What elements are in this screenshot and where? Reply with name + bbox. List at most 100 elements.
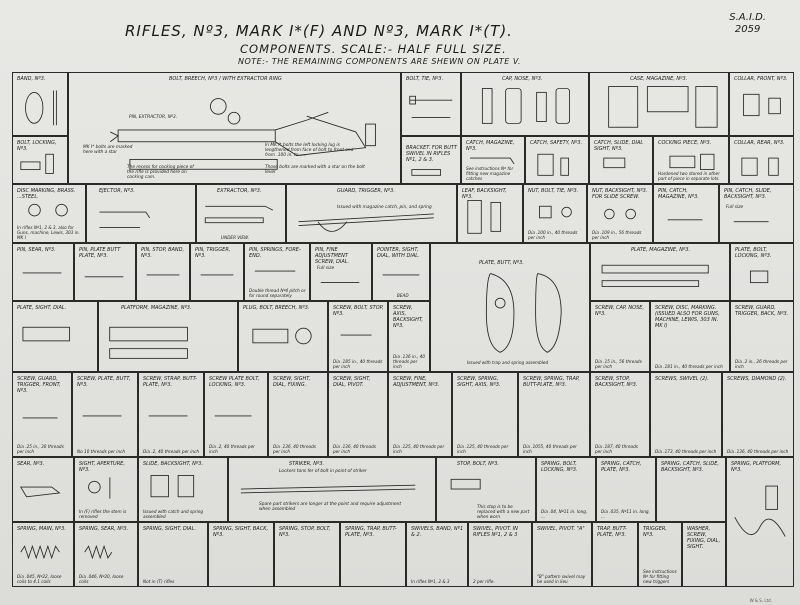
- cell-nut-backsight: NUT, BACKSIGHT, Nº3. For slide screw. Di…: [587, 184, 653, 243]
- cell-caption: This stop is to be replaced with a new p…: [477, 504, 530, 519]
- cell-label: NUT, BOLT, TIE, Nº3.: [528, 188, 579, 194]
- cell-cap-nose: CAP, NOSE, Nº3.: [461, 72, 589, 136]
- cell-label: BRACKET. For butt swivel in rifles Nº1, …: [406, 145, 457, 163]
- cell-caption: Dia .035, Nº11 in. long, ...: [601, 509, 650, 519]
- cell-label: SPRING, MAIN, Nº3.: [17, 526, 66, 532]
- cell-label: POINTER, SIGHT, DIAL, WITH DIAL.: [377, 247, 420, 259]
- annotation: Lockers tons fer of bolt in point of str…: [279, 469, 367, 474]
- cell-screw-guard-trigger-front: SCREW, GUARD, TRIGGER, FRONT, Nº3. Dia .…: [12, 372, 72, 457]
- annotation: Those bolts are marked with a star on th…: [265, 165, 365, 176]
- guard-trigger-drawing: [298, 213, 434, 232]
- cell-label: EJECTOR, Nº3.: [99, 188, 135, 194]
- cell-caption: Double thread Nº4 pitch or for round sep…: [249, 288, 306, 298]
- cell-caption: Dia .04, Nº11 in. long, ...: [541, 509, 588, 519]
- cell-label: SPRING, BOLT, LOCKING, Nº3.: [541, 461, 578, 473]
- cell-caption: Dia .100 in., 40 threads per inch: [528, 230, 578, 240]
- cell-label: SCREWS, DIAMOND (2).: [727, 376, 787, 382]
- cell-label: SCREW, AXIS, BACKSIGHT, Nº3.: [393, 305, 423, 329]
- cell-catch-safety: CATCH, SAFETY, Nº3.: [525, 136, 589, 184]
- cell-bolt-breech: BOLT, BREECH, Nº3 / WITH EXTRACTOR RING …: [68, 72, 401, 184]
- cell-swivel-pivot-a: SWIVEL, PIVOT. "A" "B" pattern swivel ma…: [532, 522, 592, 587]
- annotation: The recess for cocking piece of the rifl…: [127, 165, 194, 181]
- slide-backsight-drawing: [150, 475, 195, 498]
- cell-screw-sight-fixing: SCREW, SIGHT, DIAL, FIXING. Dia .136, 40…: [268, 372, 328, 457]
- cell-label: SCREW, FINE, ADJUSTMENT, Nº3.: [393, 376, 440, 388]
- cell-label: STRIKER, Nº3.: [289, 461, 325, 467]
- cell-caption: Dia .25 in., 30 threads per inch: [17, 444, 64, 454]
- cell-label: SWIVELS, BAND, Nº1 & 2.: [411, 526, 464, 538]
- cell-caption: In rifles Nº1, 2 & 3, also for Guns, mac…: [17, 225, 80, 240]
- cell-caption: Dia .136 in., 40 threads per inch: [393, 354, 426, 369]
- pin-fine-adjustment-drawing: [320, 282, 360, 284]
- cell-label: PIN, PLATE BUTT PLATE, Nº3.: [79, 247, 121, 259]
- annotation: MK I* bolts are marked here with a star: [83, 145, 133, 156]
- cell-caption: Dia .181 in., 40 threads per inch: [655, 364, 723, 369]
- case-magazine-drawing: [608, 86, 718, 128]
- cell-caption: Dia .15 in., 56 threads per inch: [595, 359, 642, 369]
- cell-screw-guard-trigger-back: SCREW, GUARD, TRIGGER, BACK, Nº3. Dia .2…: [730, 301, 794, 372]
- screw-drawing: [22, 417, 58, 419]
- cell-label: SWIVEL, PIVOT. In rifles Nº1, 2 & 3: [473, 526, 518, 538]
- leaf-backsight-drawing: [467, 200, 502, 234]
- cell-caption: Dia .136, 40 threads per inch: [727, 449, 789, 454]
- cell-spring-platform: SPRING, PLATFORM, Nº3.: [726, 457, 794, 587]
- bolt-breech-drawing: [109, 98, 376, 170]
- cell-label: SCREW, GUARD, TRIGGER, BACK, Nº3.: [735, 305, 789, 317]
- cell-caption: "B" pattern swivel may be used in lieu: [537, 574, 586, 584]
- cell-caption: Dia .185 in., 40 threads per inch: [333, 359, 383, 369]
- cell-plug-bolt-breech: PLUG, BOLT, BREECH, Nº3.: [238, 301, 328, 372]
- cell-label: SCREW, DISC, MARKING. (Issued also for G…: [655, 305, 720, 329]
- cell-caption: Dia .173, 40 threads per inch: [655, 449, 717, 454]
- cell-catch-slide: CATCH, SLIDE, DIAL SIGHT, Nº3.: [589, 136, 653, 184]
- cell-label: PIN, CATCH, MAGAZINE, Nº3.: [658, 188, 699, 200]
- cell-spring-sight-dial: SPRING, SIGHT, DIAL. Not in (T) rifles: [138, 522, 208, 587]
- cell-label: CASE, MAGAZINE, Nº3.: [630, 76, 688, 82]
- collar-front-drawing: [743, 93, 781, 117]
- cell-spring-catch-plate: SPRING, CATCH, PLATE, Nº3. Dia .035, Nº1…: [596, 457, 656, 522]
- annotation: Issued with magazine catch, pin, and spr…: [337, 205, 432, 210]
- cell-screw-fine-adjustment: SCREW, FINE, ADJUSTMENT, Nº3. Dia .125, …: [388, 372, 452, 457]
- cell-pin-stop-band: PIN, STOP, BAND, Nº3.: [136, 243, 190, 301]
- cell-bolt-tie: BOLT, TIE, Nº3.: [401, 72, 461, 136]
- cell-label: PIN, SEAR, Nº3.: [17, 247, 56, 253]
- cell-extractor: EXTRACTOR, Nº3. UNDER VIEW.: [196, 184, 286, 243]
- cell-label: CATCH, MAGAZINE, Nº3.: [466, 140, 515, 152]
- pin-stop-band-drawing: [146, 274, 180, 276]
- cell-label: SWIVEL, PIVOT. "A": [537, 526, 585, 532]
- cell-washer-screw: WASHER, SCREW, FIXING, DIAL, SIGHT.: [682, 522, 726, 587]
- cell-guard-trigger: GUARD, TRIGGER, Nº3. Issued with magazin…: [286, 184, 457, 243]
- cell-label: DISC MARKING, BRASS. ...STEEL.: [17, 188, 76, 200]
- pin-plate-butt-drawing: [84, 276, 124, 278]
- cell-screw-sight-pivot: SCREW, SIGHT, DIAL, PIVOT. Dia .136, 40 …: [328, 372, 388, 457]
- annotation: Spare part strikers are longer at the po…: [259, 502, 402, 513]
- cell-spring-sear: SPRING, SEAR, Nº3. Dia .046, Nº20, loose…: [74, 522, 138, 587]
- cell-pin-sear: PIN, SEAR, Nº3.: [12, 243, 74, 301]
- cell-caption: Dia .109 in., 56 threads per inch: [592, 230, 642, 240]
- cell-pin-catch-slide: PIN, CATCH, SLIDE, BACKSIGHT, Nº3. Full …: [719, 184, 794, 243]
- cell-label: COLLAR, REAR, Nº3.: [734, 140, 785, 146]
- cap-nose-drawing: [481, 88, 570, 124]
- cell-striker: STRIKER, Nº3. Lockers tons fer of bolt i…: [228, 457, 436, 522]
- cell-screw-plate-bolt: SCREW PLATE BOLT, LOCKING, Nº3. Dia .2, …: [204, 372, 268, 457]
- cell-caption: Dia .2 in., 26 threads per inch: [735, 359, 788, 369]
- cell-caption: Dia .125, 40 threads per inch: [393, 444, 445, 454]
- cell-caption: Hardened two stored in other part of pie…: [658, 171, 720, 181]
- cell-label: SIGHT, APERTURE, Nº3.: [79, 461, 125, 473]
- cell-label: SPRING, TRAP, BUTT-PLATE, Nº3.: [345, 526, 397, 538]
- cell-sight-aperture: SIGHT, APERTURE, Nº3. In (F) rifles the …: [74, 457, 138, 522]
- cell-caption: Dia .1055, 40 threads per inch: [523, 444, 577, 454]
- cell-caption: Dia .2, 40 threads per inch: [143, 449, 199, 454]
- pin-catch-magazine-drawing: [667, 219, 703, 221]
- cell-label: SPRING, PLATFORM, Nº3.: [731, 461, 782, 473]
- cell-label: STOP, BOLT, Nº3.: [457, 461, 499, 467]
- cell-spring-main: SPRING, MAIN, Nº3. Dia .045, Nº22, loose…: [12, 522, 74, 587]
- printer-mark: W & S. Ltd.: [749, 598, 772, 603]
- annotation: Full size: [726, 205, 744, 210]
- band-drawing: [25, 90, 57, 126]
- cell-pointer-sight-dial: POINTER, SIGHT, DIAL, WITH DIAL. BEAD: [372, 243, 430, 301]
- cell-screw-strap: SCREW, STRAP, BUTT-PLATE, Nº3. Dia .2, 4…: [138, 372, 204, 457]
- cell-label: TRAP, BUTT-PLATE, Nº3.: [597, 526, 627, 538]
- plate-butt-drawing: [485, 273, 562, 353]
- plug-bolt-breech-drawing: [252, 327, 312, 345]
- cell-trigger: TRIGGER, Nº3. See instructions Nº for fi…: [638, 522, 682, 587]
